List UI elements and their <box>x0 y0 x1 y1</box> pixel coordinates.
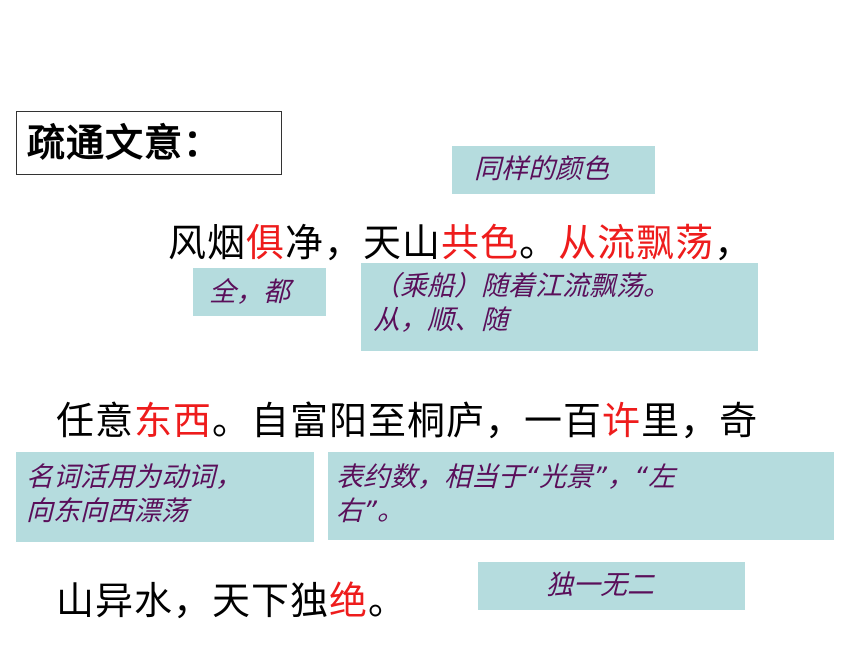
note-text: 右”。 <box>336 496 404 527</box>
text-line-1: 风烟俱净，天山共色。从流飘荡， <box>168 212 753 267</box>
text-segment: 山异水，天下独 <box>56 579 330 623</box>
note-text: 表约数，相当于“光景”，“左 <box>336 462 675 493</box>
highlight-word: 东西 <box>134 399 213 443</box>
note-text: 全，都 <box>209 277 290 308</box>
note-text: 从，顺、随 <box>373 305 508 336</box>
section-title: 疏通文意： <box>16 111 282 175</box>
highlight-word: 共色 <box>441 221 520 265</box>
note-text: 向东向西漂荡 <box>26 496 188 527</box>
note-tongyang: 同样的颜色 <box>452 146 655 194</box>
highlight-word: 许 <box>602 399 642 443</box>
text-segment: 任意 <box>56 399 135 443</box>
note-duyi: 独一无二 <box>478 562 745 610</box>
note-chengchuan: （乘船）随着江流飘荡。 从，顺、随 <box>361 263 758 351</box>
note-yueshu: 表约数，相当于“光景”，“左 右”。 <box>328 452 834 540</box>
note-text: 同样的颜色 <box>474 154 609 185</box>
text-line-2: 任意东西。自富阳至桐庐，一百许里，奇 <box>56 390 758 445</box>
highlight-word: 从流飘荡 <box>558 221 715 265</box>
text-segment: 里，奇 <box>641 399 759 443</box>
text-segment: 净，天山 <box>285 221 442 265</box>
note-mingci: 名词活用为动词， 向东向西漂荡 <box>16 452 314 542</box>
text-segment: 。自富阳至桐庐，一百 <box>212 399 603 443</box>
note-text: 名词活用为动词， <box>26 462 242 493</box>
text-segment: ， <box>714 221 754 265</box>
note-text: 独一无二 <box>546 570 654 601</box>
highlight-word: 绝 <box>329 579 369 623</box>
text-segment: 。 <box>519 221 559 265</box>
note-text: （乘船）随着江流飘荡。 <box>373 271 670 302</box>
note-quan: 全，都 <box>193 268 326 316</box>
text-segment: 。 <box>368 579 408 623</box>
text-segment: 风烟 <box>168 221 247 265</box>
highlight-word: 俱 <box>246 221 286 265</box>
text-line-3: 山异水，天下独绝。 <box>56 570 407 625</box>
